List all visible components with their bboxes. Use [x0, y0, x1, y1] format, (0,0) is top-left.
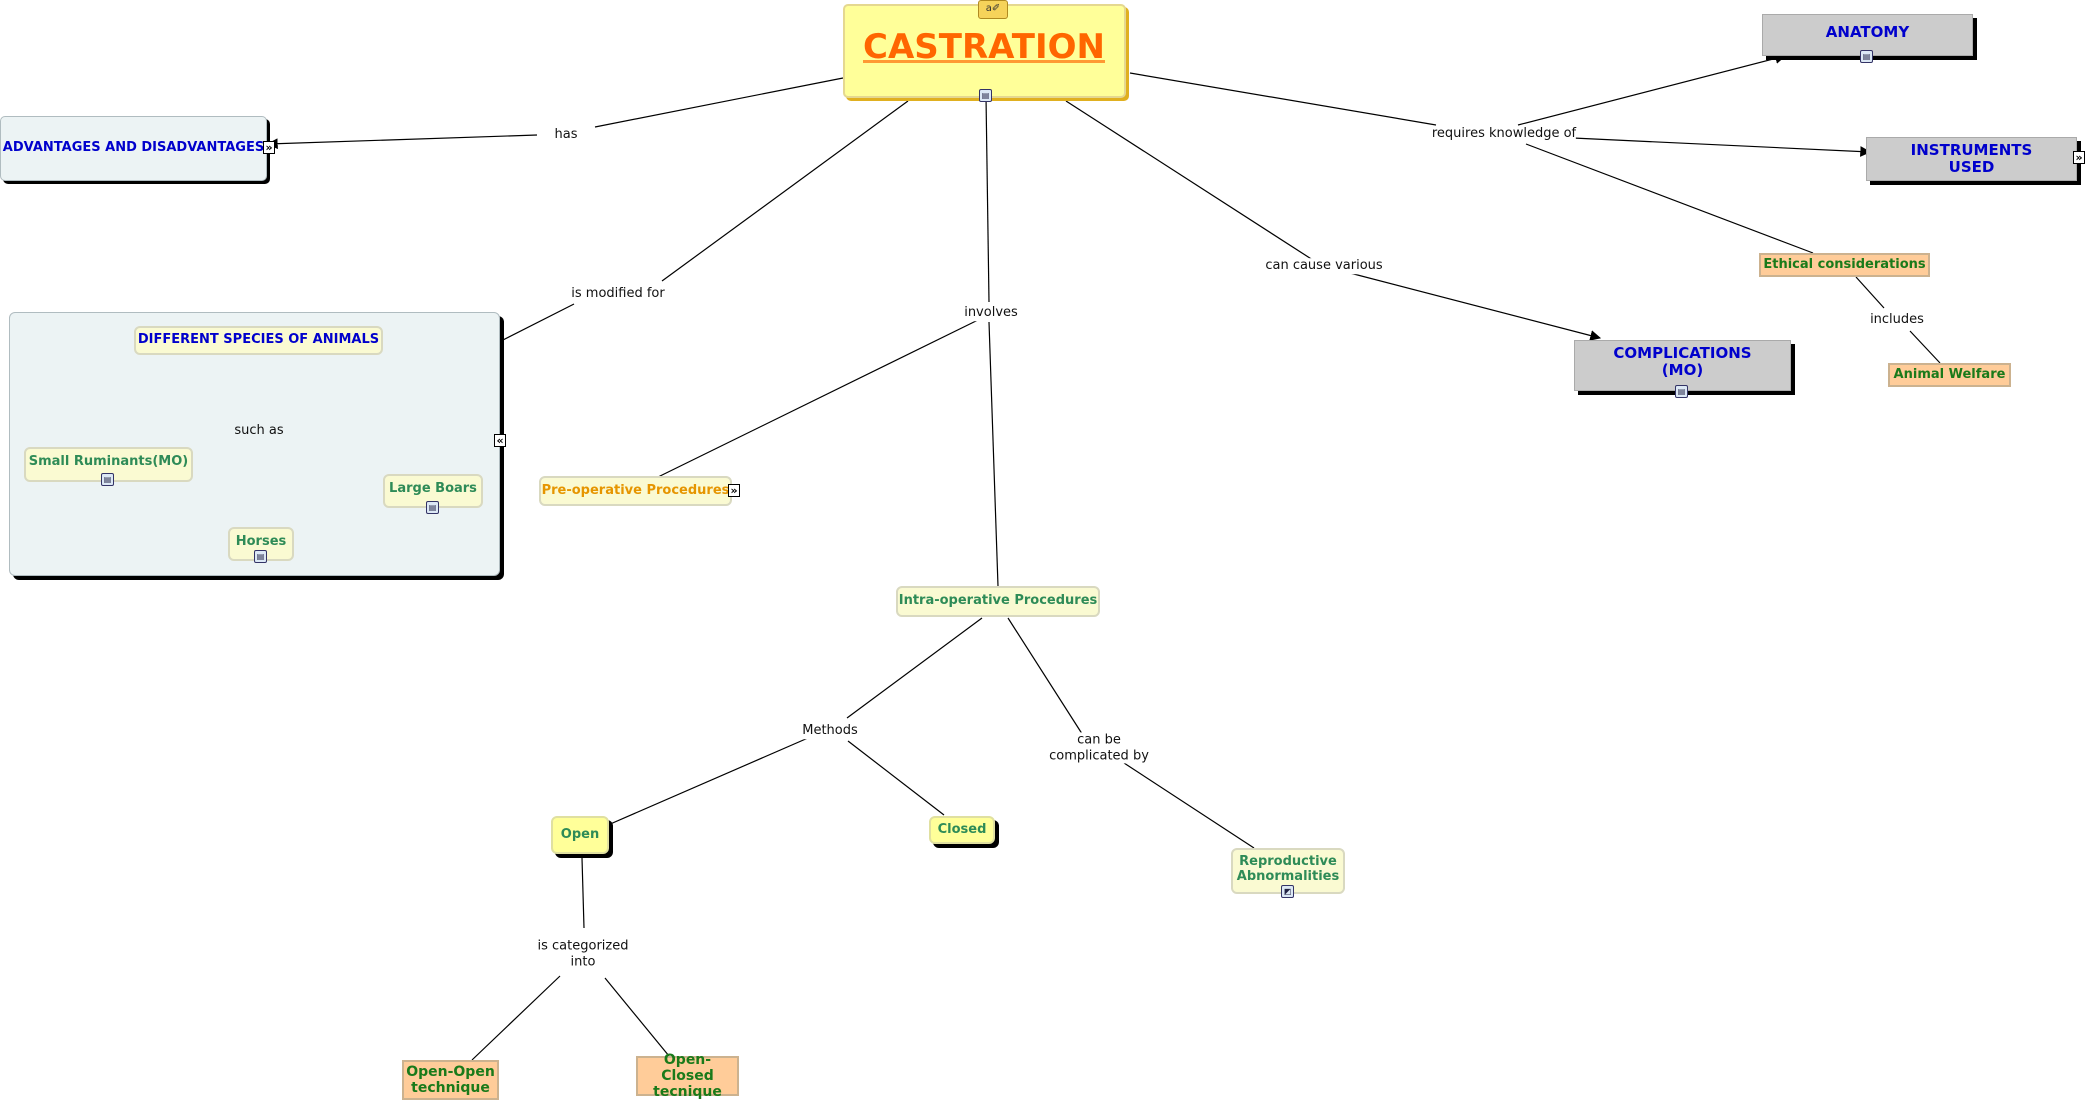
- collapse-group-icon[interactable]: «: [494, 434, 506, 447]
- node-open[interactable]: Open: [551, 816, 609, 854]
- link-line: [604, 977, 670, 1057]
- link-line: [655, 319, 979, 479]
- link-label-has: has: [554, 127, 578, 143]
- link-label-involves: involves: [964, 305, 1018, 321]
- document-icon[interactable]: ▤: [1860, 50, 1873, 63]
- node-anatomy[interactable]: ANATOMY: [1762, 14, 1973, 56]
- node-ethical-label: Ethical considerations: [1763, 256, 1926, 272]
- document-icon[interactable]: ▤: [979, 89, 992, 102]
- link-line: [1123, 762, 1255, 849]
- link-line: [988, 321, 999, 587]
- node-closed[interactable]: Closed: [929, 816, 995, 844]
- link-label-is-categorized-into: is categorized into: [537, 938, 629, 970]
- link-line: [1129, 72, 1437, 126]
- node-open-open[interactable]: Open-Open technique: [402, 1060, 499, 1100]
- node-animal-welfare[interactable]: Animal Welfare: [1888, 363, 2011, 387]
- node-large-boars-label: Large Boars: [389, 481, 477, 496]
- node-ethical[interactable]: Ethical considerations: [1759, 253, 1930, 277]
- link-line: [1007, 617, 1087, 741]
- node-preoperative-label: Pre-operative Procedures: [541, 482, 730, 498]
- node-complications-label: COMPLICATIONS (MO): [1613, 344, 1752, 380]
- link-line: [1065, 100, 1317, 263]
- title-node[interactable]: CASTRATION ▤: [843, 4, 1126, 102]
- node-advantages-label: ADVANTAGES AND DISADVANTAGES: [2, 140, 265, 156]
- link-label-can-cause-various: can cause various: [1265, 258, 1383, 274]
- node-open-label: Open: [560, 826, 600, 842]
- link-line: [471, 975, 561, 1061]
- page-title: CASTRATION: [863, 27, 1106, 67]
- link-label-such-as: such as: [234, 423, 284, 439]
- link-label-includes: includes: [1870, 312, 1924, 328]
- link-line: [594, 77, 844, 128]
- document-icon[interactable]: ▤: [101, 473, 114, 486]
- link-line: [847, 740, 945, 816]
- node-intraoperative-label: Intra-operative Procedures: [898, 593, 1098, 609]
- image-icon[interactable]: ◩: [1281, 885, 1294, 898]
- node-instruments[interactable]: INSTRUMENTS USED: [1866, 137, 2077, 181]
- node-instruments-label: INSTRUMENTS USED: [1910, 140, 2033, 176]
- link-line: [661, 100, 909, 282]
- node-advantages[interactable]: ADVANTAGES AND DISADVANTAGES: [0, 116, 267, 181]
- node-horses[interactable]: Horses: [228, 527, 294, 561]
- link-line: [1345, 271, 1602, 341]
- node-closed-label: Closed: [937, 821, 987, 837]
- node-anatomy-label: ANATOMY: [1825, 23, 1910, 41]
- node-intraoperative[interactable]: Intra-operative Procedures: [896, 586, 1100, 617]
- node-complications[interactable]: COMPLICATIONS (MO): [1574, 340, 1791, 391]
- node-species[interactable]: DIFFERENT SPECIES OF ANIMALS: [134, 326, 383, 355]
- node-open-closed-label: Open-Closed tecnique: [653, 1051, 722, 1100]
- expand-advantages-icon[interactable]: »: [263, 141, 275, 154]
- link-line: [1517, 53, 1787, 126]
- link-label-requires-knowledge-of: requires knowledge of: [1431, 126, 1577, 142]
- link-label-is-modified-for: is modified for: [571, 286, 665, 302]
- node-open-open-label: Open-Open technique: [406, 1063, 495, 1096]
- link-line: [266, 134, 538, 150]
- link-line: [500, 303, 575, 342]
- link-line: [985, 95, 990, 303]
- edit-note-icon[interactable]: a✐: [978, 0, 1008, 19]
- link-label-methods: Methods: [802, 723, 858, 739]
- expand-preoperative-icon[interactable]: »: [728, 484, 740, 497]
- node-open-closed[interactable]: Open-Closed tecnique: [636, 1052, 739, 1100]
- node-animal-welfare-label: Animal Welfare: [1893, 366, 2006, 382]
- link-line: [1855, 276, 1885, 309]
- link-line: [607, 737, 809, 826]
- node-species-label: DIFFERENT SPECIES OF ANIMALS: [137, 332, 380, 348]
- document-icon[interactable]: ▤: [1675, 385, 1688, 398]
- link-line: [846, 617, 983, 719]
- document-icon[interactable]: ▤: [254, 550, 267, 563]
- node-preoperative[interactable]: Pre-operative Procedures: [539, 476, 732, 506]
- node-horses-label: Horses: [235, 534, 287, 549]
- link-line: [1572, 137, 1872, 157]
- node-reproductive-label: Reproductive Abnormalities: [1236, 854, 1340, 884]
- document-icon[interactable]: ▤: [426, 501, 439, 514]
- link-label-can-be-complicated-by: can be complicated by: [1049, 732, 1149, 764]
- expand-instruments-icon[interactable]: »: [2073, 151, 2085, 164]
- node-small-ruminants-label: Small Ruminants(MO): [28, 454, 189, 469]
- link-line: [1525, 143, 1814, 254]
- link-line: [581, 857, 585, 929]
- link-line: [1909, 330, 1941, 364]
